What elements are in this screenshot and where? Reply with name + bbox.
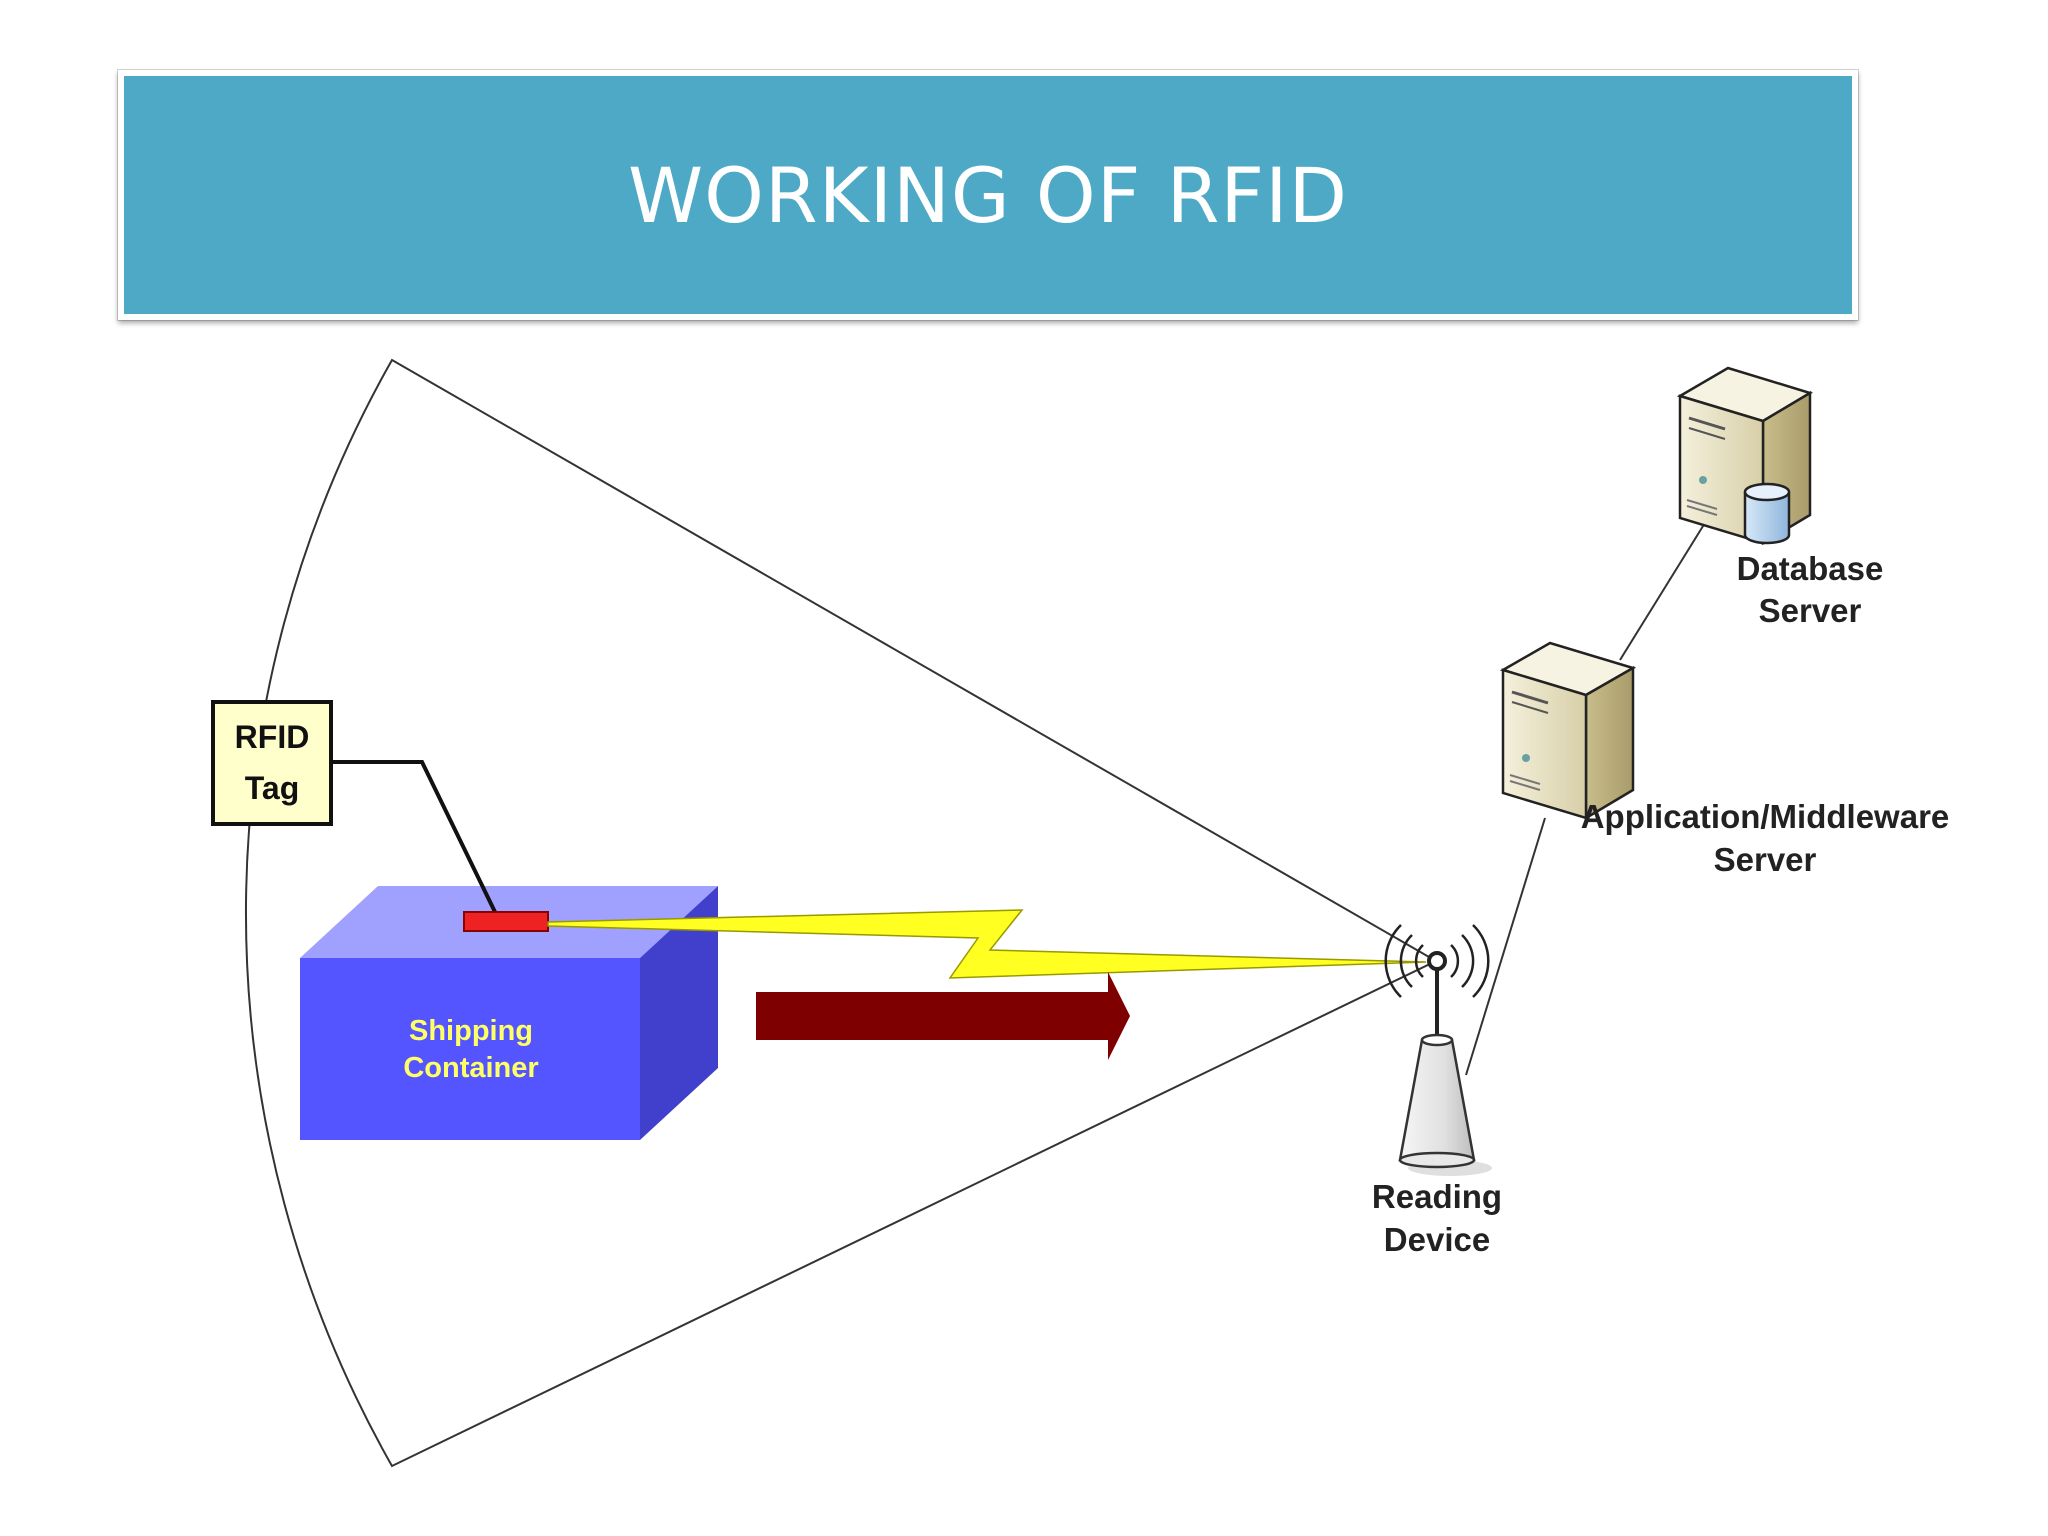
- reader-to-app-link: [1465, 817, 1546, 1076]
- container-label-line2: Container: [403, 1052, 538, 1084]
- page-title: WORKING OF RFID: [627, 150, 1349, 240]
- movement-arrow: [756, 972, 1130, 1060]
- signal-lightning: [547, 909, 1427, 979]
- db-server-label-line2: Server: [1759, 592, 1862, 629]
- database-server: Database Server: [1676, 366, 1884, 629]
- rfid-tag-callout: RFID Tag: [211, 700, 497, 913]
- container-label-line1: Shipping: [409, 1015, 533, 1047]
- app-server: Application/Middleware Server: [1499, 641, 1950, 878]
- tag-label-line1: RFID: [235, 719, 310, 755]
- database-cylinder-icon: [1743, 482, 1791, 545]
- tag-label-line2: Tag: [245, 770, 300, 806]
- reading-device: Reading Device: [1372, 924, 1502, 1258]
- reader-label-line2: Device: [1384, 1221, 1490, 1258]
- rfid-tag-chip: [463, 911, 549, 932]
- title-banner: WORKING OF RFID: [118, 70, 1858, 320]
- tag-label-box: [211, 700, 333, 826]
- db-server-label-line1: Database: [1737, 550, 1884, 587]
- reader-field-sector: [244, 358, 1439, 1468]
- reader-label-line1: Reading: [1372, 1178, 1502, 1215]
- app-to-db-link: [1619, 517, 1709, 661]
- app-server-label-line1: Application/Middleware: [1581, 798, 1950, 835]
- tag-leader-line: [332, 760, 497, 913]
- app-server-label-line2: Server: [1714, 841, 1817, 878]
